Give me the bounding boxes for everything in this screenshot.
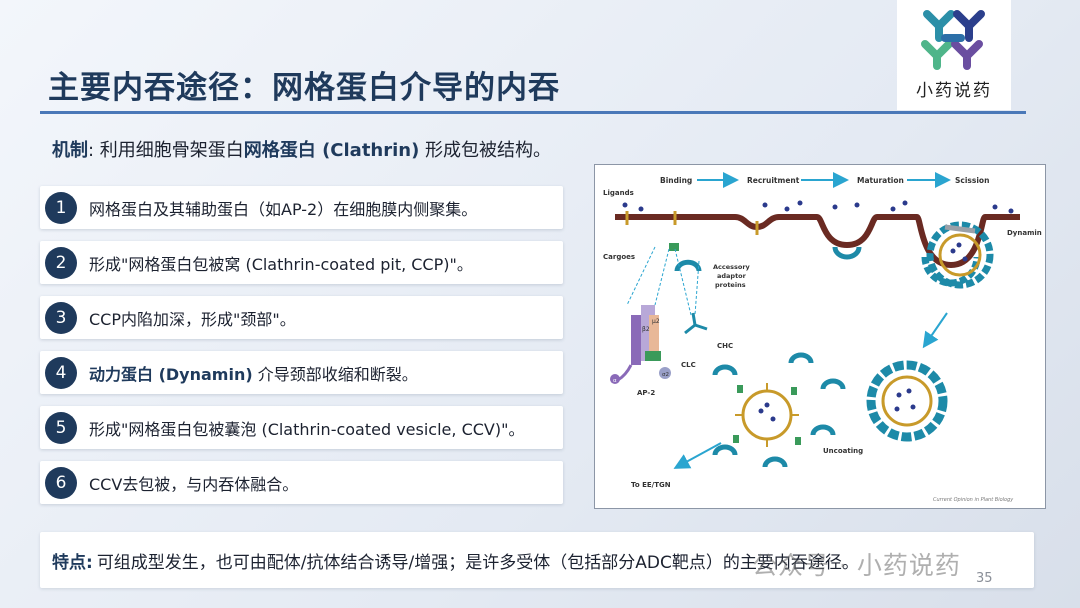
step-list: 1 网格蛋白及其辅助蛋白（如AP-2）在细胞膜内侧聚集。 2 形成"网格蛋白包被… [40,186,563,516]
watermark: 公众号 · 小药说药 [752,551,961,580]
step-text: 形成"网格蛋白包被窝 (Clathrin-coated pit, CCP)"。 [89,251,473,275]
step-text: CCV去包被，与内吞体融合。 [89,471,298,495]
connector-lines [626,246,700,316]
mu2-label: μ2 [652,318,660,325]
step-body: 形成"网格蛋白包被囊泡 (Clathrin-coated vesicle, CC… [89,419,525,439]
step-item: 3 CCP内陷加深，形成"颈部"。 [40,296,563,339]
accessory-label: Accessory [713,263,751,271]
vesicle-membrane [881,375,933,427]
uncoating-label: Uncoating [823,447,863,455]
ap2-complex [610,305,671,384]
feature-box: 特点: 可组成型发生，也可由配体/抗体结合诱导/增强；是许多受体（包括部分ADC… [40,532,1034,588]
ligands-label: Ligands [603,189,634,197]
step-number-badge: 3 [45,301,77,334]
step-number-badge: 5 [45,411,77,444]
step-body: 形成"网格蛋白包被窝 (Clathrin-coated pit, CCP)"。 [89,254,473,274]
step-item: 5 形成"网格蛋白包被囊泡 (Clathrin-coated vesicle, … [40,406,563,449]
mechanism-label: 机制 [52,140,88,161]
stage-label: Scission [955,176,989,185]
clathrin-cage [926,221,994,289]
step-text: 动力蛋白 (Dynamin) 介导颈部收缩和断裂。 [89,361,418,385]
accessory-label: proteins [715,281,746,289]
step-number-badge: 1 [45,191,77,224]
logo-text: 小药说药 [916,81,992,101]
molecule-logo-icon [921,10,985,70]
step-bold: 动力蛋白 (Dynamin) [89,364,253,384]
step-text: 网格蛋白及其辅助蛋白（如AP-2）在细胞膜内侧聚集。 [89,196,477,220]
stage-label: Maturation [857,176,904,185]
dynamin-ring [944,224,976,234]
page-number: 35 [976,571,993,586]
cargoes-label: Cargoes [603,253,635,261]
clc-label: CLC [681,361,696,369]
ap2-label: AP-2 [637,389,655,397]
diagram-canvas: Binding Recruitment Maturation Scission … [603,172,1042,503]
clathrin-coat [832,246,862,260]
cargo-dots [950,242,968,262]
step-text: CCP内陷加深，形成"颈部"。 [89,306,296,330]
step-number-badge: 6 [45,466,77,499]
mechanism-highlight: 网格蛋白 (Clathrin) [243,140,420,161]
step-number-badge: 2 [45,246,77,279]
step-text: 形成"网格蛋白包被囊泡 (Clathrin-coated vesicle, CC… [89,416,524,440]
accessory-protein [669,243,679,251]
step-item: 4 动力蛋白 (Dynamin) 介导颈部收缩和断裂。 [40,351,563,394]
slide-title: 主要内吞途径：网格蛋白介导的内吞 [48,70,560,106]
feature-text: 可组成型发生，也可由配体/抗体结合诱导/增强；是许多受体（包括部分ADC靶点）的… [96,552,859,573]
coated-vesicle [866,360,948,442]
step-body: 介导颈部收缩和断裂。 [252,364,418,384]
logo: 小药说药 [897,0,1011,110]
endocytosis-diagram: Binding Recruitment Maturation Scission … [594,164,1046,509]
destination-label: To EE/TGN [631,481,671,489]
step-number-badge: 4 [45,356,77,389]
chc-label: CHC [717,342,733,350]
process-arrow [922,312,948,349]
step-body: 网格蛋白及其辅助蛋白（如AP-2）在细胞膜内侧聚集。 [89,199,478,219]
ligand-dots [622,200,1014,214]
process-arrow [673,442,722,469]
step-item: 6 CCV去包被，与内吞体融合。 [40,461,563,504]
feature-label: 特点: [52,552,93,573]
stage-label: Recruitment [747,176,800,185]
mechanism-text-after: 形成包被结构。 [419,140,552,161]
step-item: 1 网格蛋白及其辅助蛋白（如AP-2）在细胞膜内侧聚集。 [40,186,563,229]
vesicle-membrane [938,233,982,277]
beta2-label: β2 [642,326,650,333]
mechanism-text-before: : 利用细胞骨架蛋白 [88,140,244,161]
cargo-dots [894,388,916,412]
clathrin-triskelion [684,312,708,335]
uncoating-vesicle [712,352,846,468]
receptor-group [625,211,759,235]
mechanism-line: 机制: 利用细胞骨架蛋白网格蛋白 (Clathrin) 形成包被结构。 [52,136,551,162]
sigma2-label: σ2 [662,372,669,378]
dynamin-label: Dynamin [1007,229,1042,237]
step-item: 2 形成"网格蛋白包被窝 (Clathrin-coated pit, CCP)"… [40,241,563,284]
step-body: CCV去包被，与内吞体融合。 [89,474,299,494]
alpha-label: α [613,378,617,384]
stage-label: Binding [660,176,692,185]
step-body: CCP内陷加深，形成"颈部"。 [89,309,296,329]
figure-credit: Current Opinion in Plant Biology [933,497,1014,503]
accessory-label: adaptor [717,272,747,280]
title-divider [40,111,1026,114]
